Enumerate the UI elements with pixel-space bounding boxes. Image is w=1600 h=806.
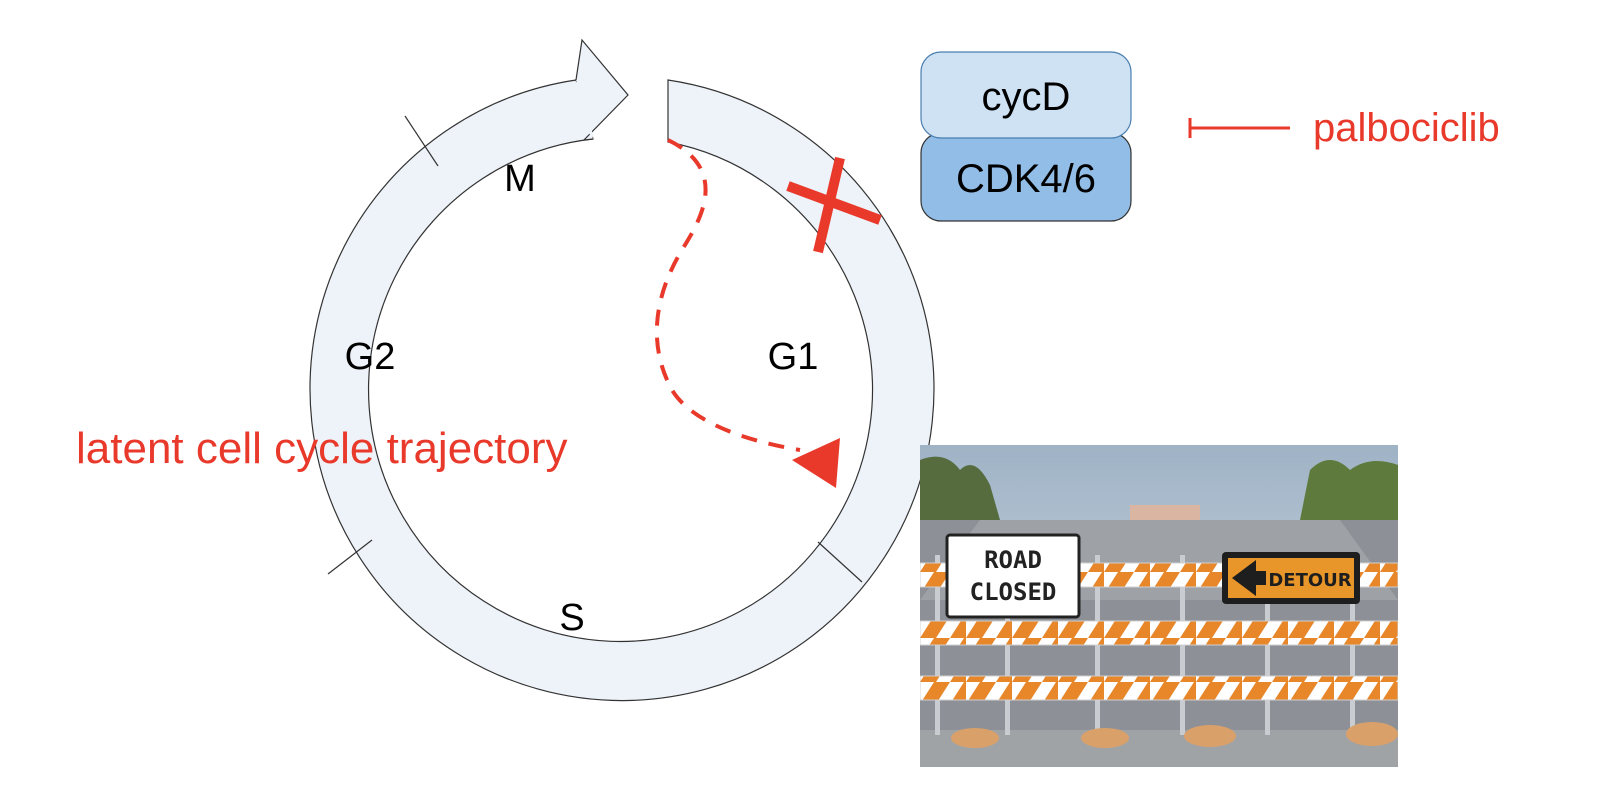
road-closed-sign bbox=[945, 533, 1081, 619]
phase-label-s: S bbox=[559, 597, 584, 639]
phase-label-g1: G1 bbox=[768, 336, 819, 378]
trajectory-label: latent cell cycle trajectory bbox=[76, 424, 568, 473]
ring-arrowhead-icon bbox=[575, 38, 629, 141]
trajectory-arrowhead-icon bbox=[792, 438, 840, 488]
divider-m-g2 bbox=[404, 115, 439, 167]
inhibition-bar-icon bbox=[1188, 118, 1290, 138]
ring-band bbox=[309, 79, 935, 702]
detour-arrow-icon bbox=[1232, 560, 1266, 596]
phase-label-m: M bbox=[504, 158, 536, 200]
detour-sign-label: DETOUR bbox=[1268, 570, 1351, 591]
road-closed-sign-line1: ROAD bbox=[984, 546, 1042, 574]
cycd-label: cycD bbox=[982, 75, 1071, 119]
trajectory-dashed-arrow bbox=[654, 138, 801, 452]
cycle-ring bbox=[309, 38, 935, 702]
palbociclib-label: palbociclib bbox=[1313, 106, 1500, 150]
divider-s-g2 bbox=[327, 539, 373, 575]
block-x-icon bbox=[786, 156, 882, 254]
road-closed-photo: ROAD CLOSED DETOUR bbox=[920, 445, 1398, 767]
phase-label-g2: G2 bbox=[345, 336, 396, 378]
road-closed-sign-line2: CLOSED bbox=[970, 578, 1057, 606]
cdk46-label: CDK4/6 bbox=[956, 157, 1096, 201]
divider-g1-s bbox=[817, 541, 863, 583]
cycd-box bbox=[920, 51, 1132, 139]
cycd-cdk-complex: cycD CDK4/6 bbox=[920, 51, 1132, 222]
